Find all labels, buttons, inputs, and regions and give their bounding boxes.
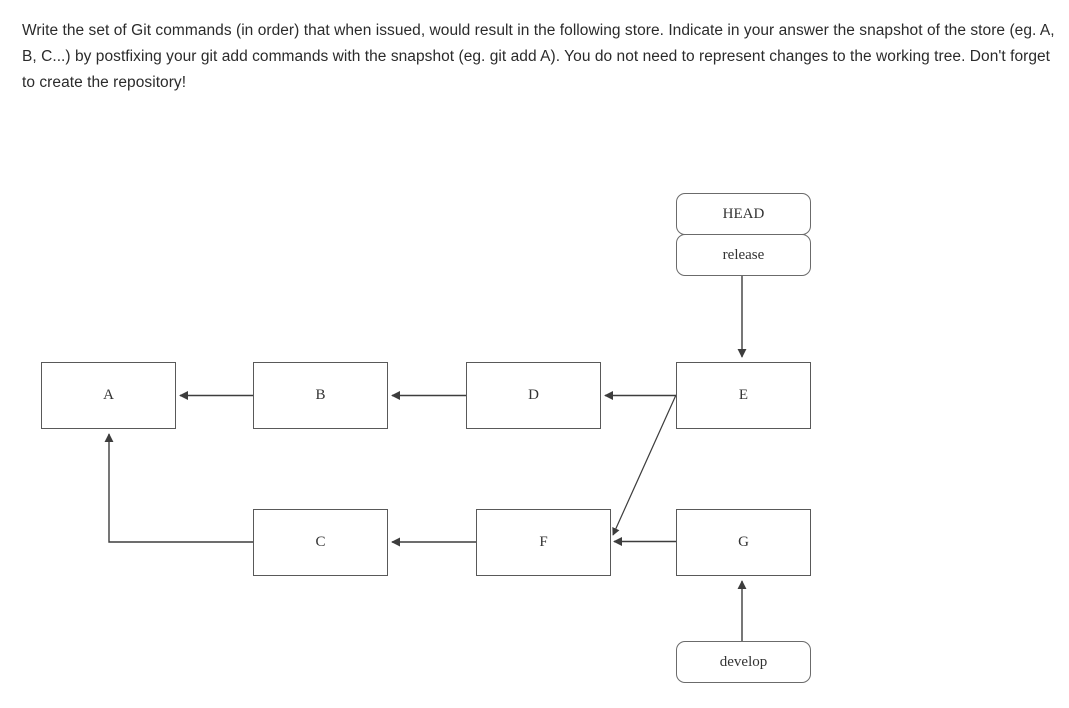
edge-e-to-f-merge [612, 394, 677, 536]
question-prompt-text: Write the set of Git commands (in order)… [22, 22, 1055, 91]
edge-c-to-a [104, 433, 253, 543]
ref-node-head: HEAD [676, 193, 811, 235]
ref-node-release: release [676, 234, 811, 276]
commit-label-d: D [528, 387, 539, 403]
ref-label-head: HEAD [722, 205, 765, 222]
commit-label-g: G [738, 534, 749, 550]
commit-node-f: F [476, 509, 611, 576]
ref-node-develop: develop [676, 641, 811, 683]
commit-label-a: A [103, 387, 114, 403]
commit-node-b: B [253, 362, 388, 429]
ref-label-release: release [722, 246, 765, 263]
commit-node-g: G [676, 509, 811, 576]
commit-label-f: F [539, 534, 548, 550]
ref-label-develop: develop [719, 653, 768, 670]
commit-label-b: B [315, 387, 326, 403]
commit-label-e: E [738, 387, 749, 403]
commit-node-c: C [253, 509, 388, 576]
commit-node-a: A [41, 362, 176, 429]
commit-node-e: E [676, 362, 811, 429]
commit-label-c: C [315, 534, 326, 550]
commit-node-d: D [466, 362, 601, 429]
